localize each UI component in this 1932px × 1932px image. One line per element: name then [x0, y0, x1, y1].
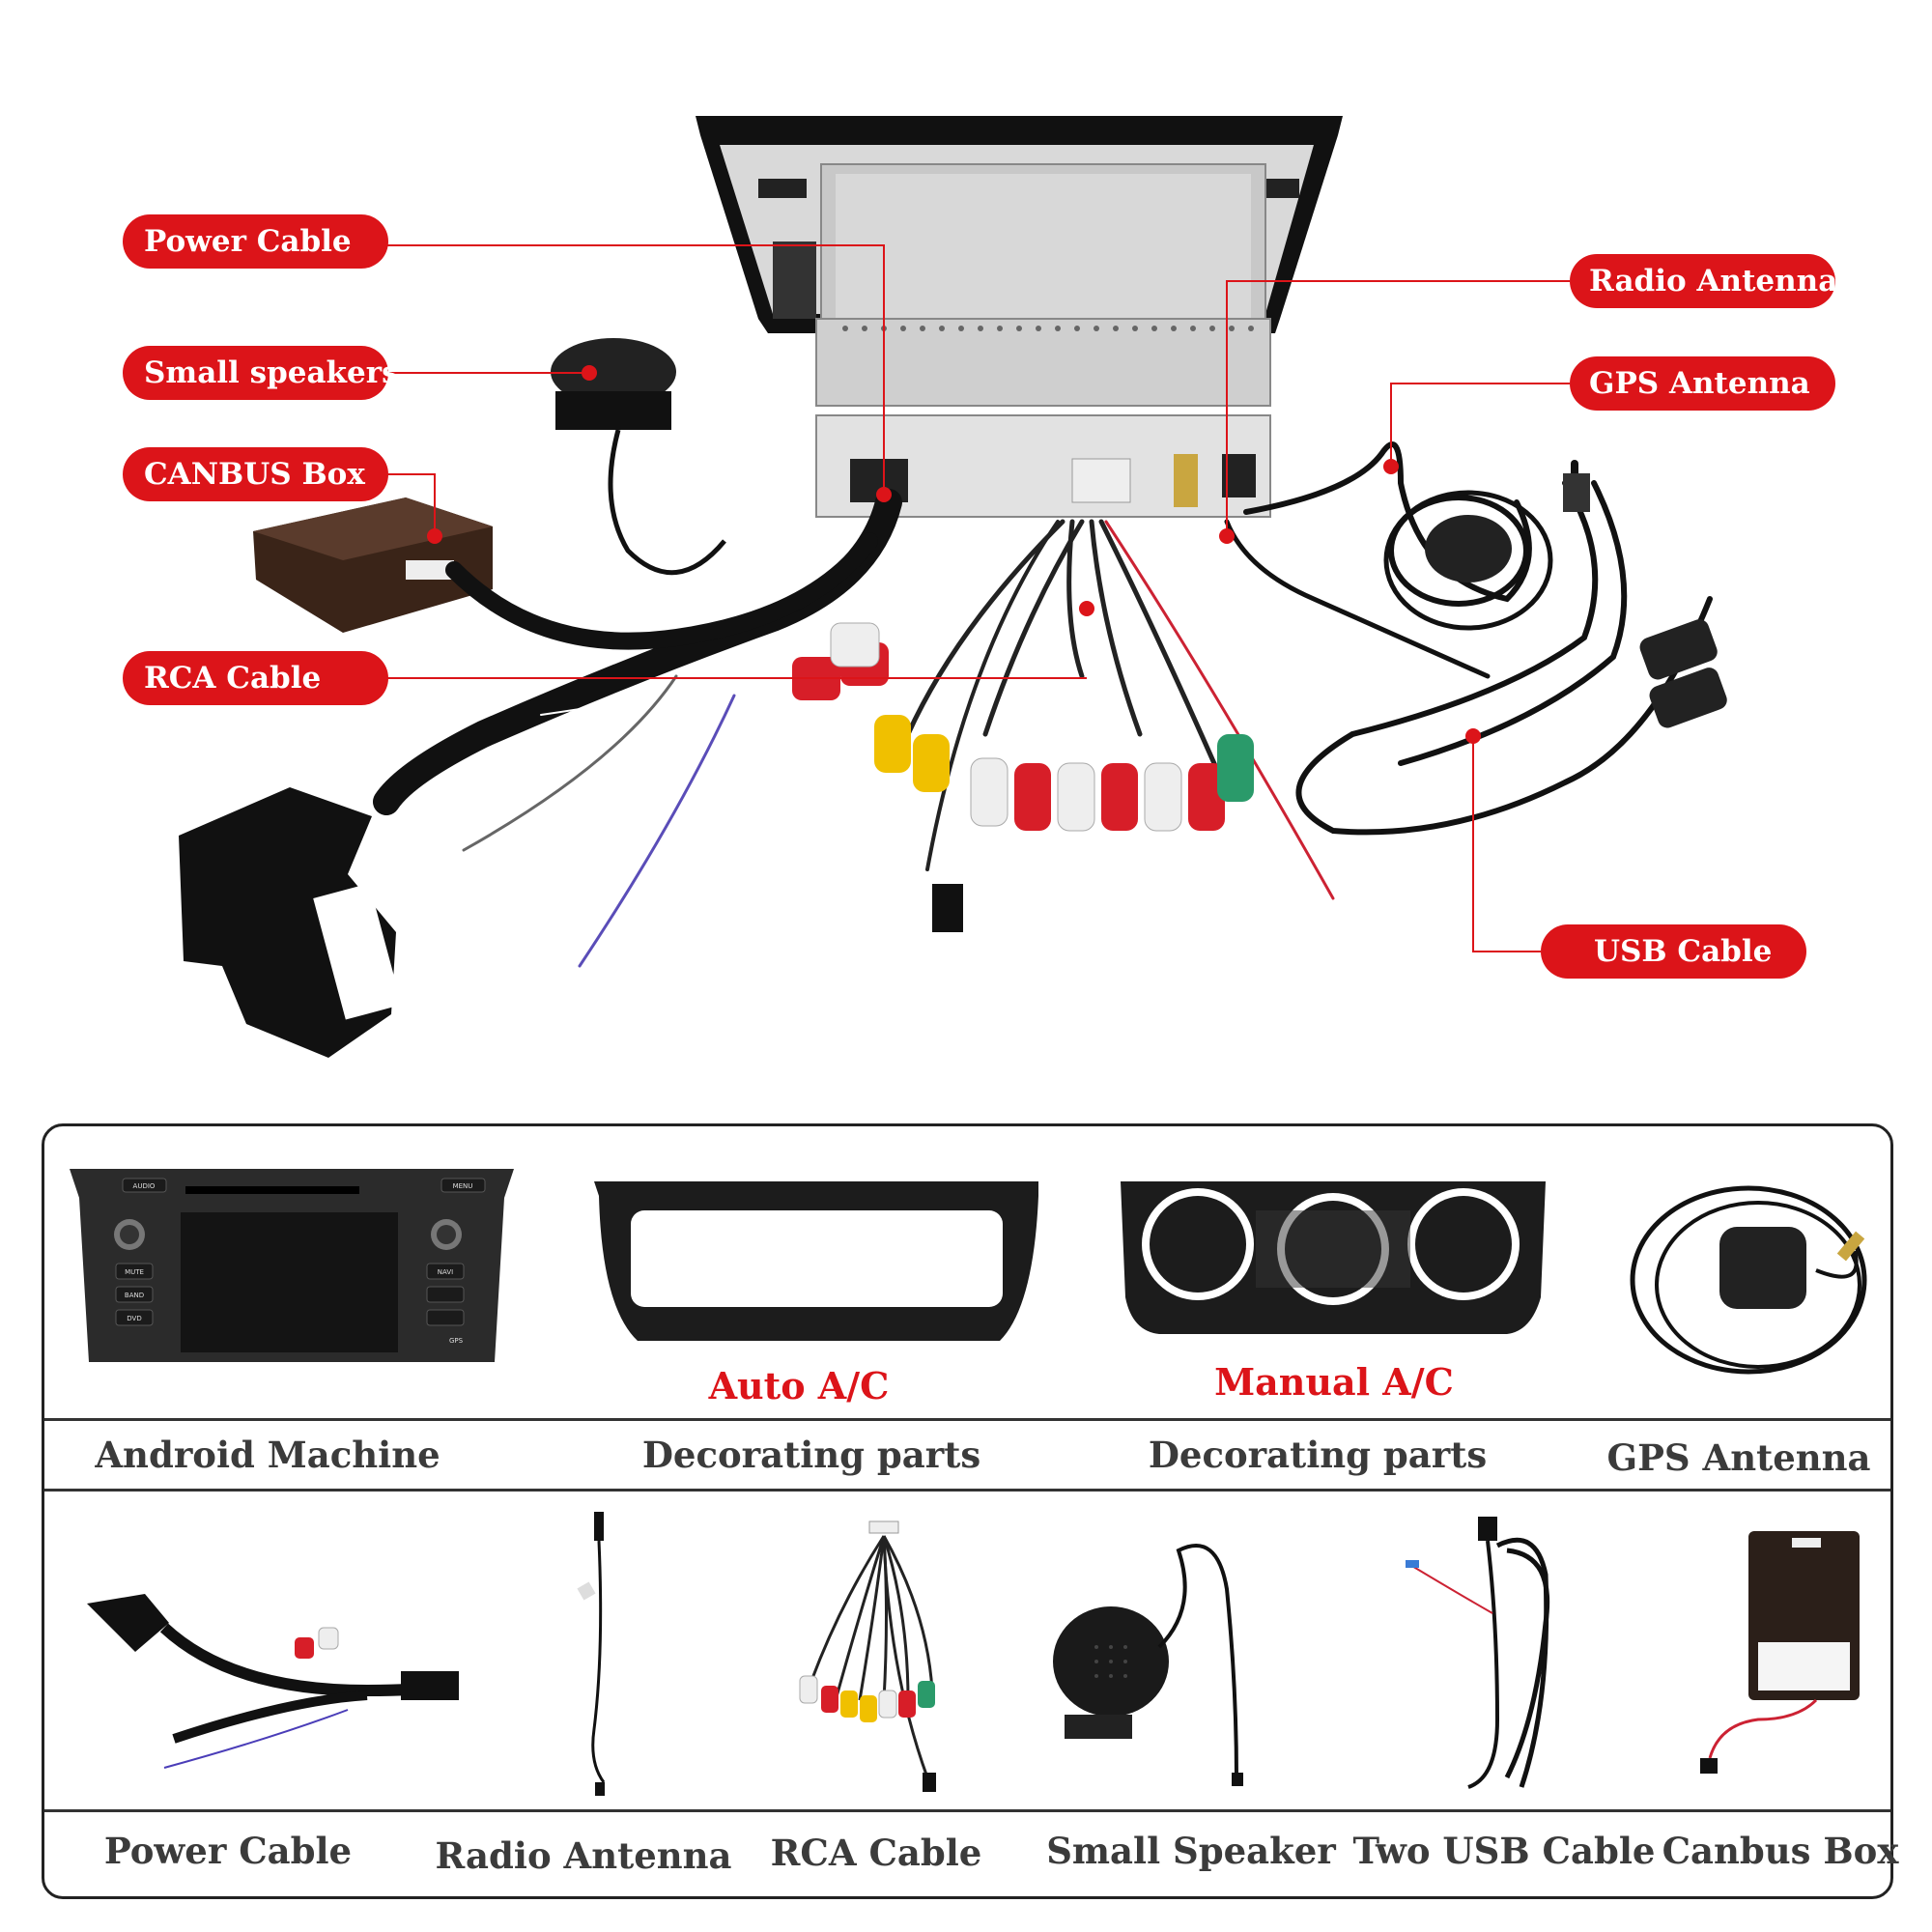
label-small-speaker: Small Speaker: [1046, 1830, 1336, 1872]
label-power-cable: Power Cable: [103, 1830, 353, 1872]
iso-connector-image: [179, 787, 402, 1058]
canbus-box-thumb: [1700, 1531, 1860, 1774]
label-canbus-box: Canbus Box: [1662, 1830, 1899, 1872]
menu-button-label: MENU: [453, 1182, 473, 1190]
label-radio-antenna: Radio Antenna: [435, 1834, 732, 1877]
label-decorating-parts-manual: Decorating parts: [1148, 1434, 1488, 1476]
manual-ac-label: Manual A/C: [1214, 1360, 1454, 1404]
rca-cable-image: [792, 519, 1335, 932]
small-speaker-image: [551, 338, 726, 576]
leader-lines: [386, 244, 1570, 952]
callout-power-cable: Power Cable: [123, 214, 388, 269]
android-machine-image: AUDIO MENU MUTE BAND DVD NAVI GPS: [70, 1169, 514, 1362]
label-gps-antenna: GPS Antenna: [1606, 1436, 1871, 1479]
label-rca-cable: RCA Cable: [770, 1832, 982, 1874]
row-divider-1: [44, 1418, 1890, 1421]
antenna-usb-cables-image: [1224, 441, 1713, 836]
rca-cable-thumb: [799, 1520, 936, 1792]
gps-button-label: GPS: [449, 1337, 464, 1345]
callout-radio-antenna: Radio Antenna: [1570, 254, 1837, 308]
label-decorating-parts-auto: Decorating parts: [641, 1434, 981, 1476]
radio-antenna-thumb: [577, 1512, 606, 1796]
band-button-label: BAND: [125, 1292, 144, 1299]
power-cable-thumb: [87, 1594, 459, 1769]
dvd-button-label: DVD: [127, 1315, 141, 1322]
leader-dots: [427, 365, 1481, 744]
power-harness-image: [373, 489, 902, 968]
small-speaker-thumb: [1053, 1544, 1243, 1786]
callout-gps-antenna: GPS Antenna: [1570, 356, 1835, 411]
head-unit-rear: [696, 116, 1343, 518]
audio-button-label: AUDIO: [133, 1182, 156, 1190]
label-two-usb-cable: Two USB Cable: [1352, 1830, 1656, 1872]
two-usb-cable-thumb: [1406, 1517, 1550, 1789]
callout-usb-cable: USB Cable: [1541, 924, 1806, 979]
callout-canbus-box: CANBUS Box: [123, 447, 388, 501]
auto-ac-label: Auto A/C: [708, 1364, 890, 1407]
row-divider-3: [44, 1809, 1890, 1812]
wiring-diagram: [179, 116, 1727, 1058]
package-contents-box: [42, 1123, 1893, 1899]
row-divider-2: [44, 1489, 1890, 1492]
decorating-part-manual-ac-image: [1121, 1181, 1546, 1334]
gps-antenna-image: [1630, 1185, 1867, 1375]
callout-rca-cable: RCA Cable: [123, 651, 388, 705]
label-android-machine: Android Machine: [95, 1434, 440, 1476]
mute-button-label: MUTE: [125, 1268, 144, 1276]
callout-small-speakers: Small speakers: [123, 346, 399, 400]
decorating-part-auto-ac-image: [594, 1181, 1038, 1341]
navi-button-label: NAVI: [438, 1268, 453, 1276]
